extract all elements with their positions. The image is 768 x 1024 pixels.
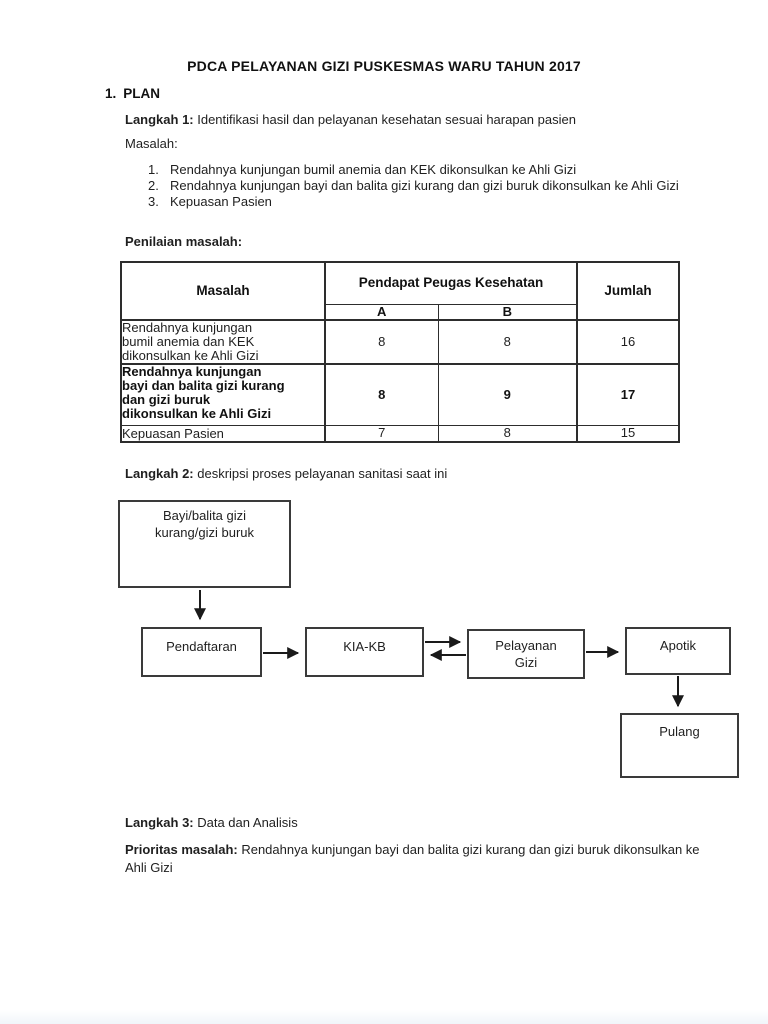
problem-list: 1. Rendahnya kunjungan bumil anemia dan … [148,162,723,210]
problem-text: Kepuasan Pasien [170,194,272,209]
masalah-label: Masalah: [125,136,178,151]
langkah-2-line: Langkah 2: deskripsi proses pelayanan sa… [125,466,725,482]
page-bottom-edge [0,1010,768,1024]
cell-jumlah: 15 [576,424,680,443]
langkah-3-text: Data dan Analisis [193,815,298,830]
problem-item: 3. Kepuasan Pasien [148,194,723,210]
flow-box-pelayanan-gizi: Pelayanan Gizi [467,629,585,679]
table-header-pendapat: Pendapat Peugas Kesehatan [323,261,578,305]
cell-score-a: 7 [324,424,439,443]
table-header-b: B [437,303,578,321]
problem-number: 3. [148,194,159,209]
prioritas-label: Prioritas masalah: [125,842,238,857]
langkah-1-label: Langkah 1: [125,112,194,127]
cell-masalah: Kepuasan Pasien [120,424,326,443]
langkah-2-text: deskripsi proses pelayanan sanitasi saat… [193,466,448,481]
langkah-2-label: Langkah 2: [125,466,194,481]
flow-box-pulang: Pulang [620,713,739,778]
plan-number: 1. [105,86,117,101]
problem-item: 1. Rendahnya kunjungan bumil anemia dan … [148,162,723,178]
cell-score-a: 8 [324,363,439,426]
table-header-a: A [324,303,439,321]
langkah-1-line: Langkah 1: Identifikasi hasil dan pelaya… [125,112,745,128]
flow-box-apotik: Apotik [625,627,731,675]
langkah-1-text: Identifikasi hasil dan pelayanan kesehat… [193,112,576,127]
cell-masalah: Rendahnya kunjungan bayi dan balita gizi… [120,363,326,426]
prioritas-masalah-line: Prioritas masalah: Rendahnya kunjungan b… [125,841,712,877]
cell-jumlah: 17 [576,363,680,426]
problem-text: Rendahnya kunjungan bayi dan balita gizi… [170,178,679,193]
problem-text: Rendahnya kunjungan bumil anemia dan KEK… [170,162,577,177]
assessment-table-wrap: Masalah Pendapat Peugas Kesehatan Jumlah… [120,261,681,443]
problem-item: 2. Rendahnya kunjungan bayi dan balita g… [148,178,723,194]
cell-jumlah: 16 [576,319,680,365]
table-row: Kepuasan Pasien 7 8 15 [120,424,680,443]
langkah-3-label: Langkah 3: [125,815,194,830]
table-row: Rendahnya kunjungan bayi dan balita gizi… [120,363,680,426]
cell-score-a: 8 [324,319,439,365]
prioritas-text: Rendahnya kunjungan bayi dan balita gizi… [125,842,700,875]
problem-number: 2. [148,178,159,193]
assessment-table: Masalah Pendapat Peugas Kesehatan Jumlah… [120,261,681,443]
table-row: Rendahnya kunjungan bumil anemia dan KEK… [120,319,680,365]
problem-number: 1. [148,162,159,177]
plan-label: PLAN [123,86,161,101]
langkah-3-line: Langkah 3: Data dan Analisis [125,815,725,831]
cell-score-b: 9 [437,363,578,426]
cell-score-b: 8 [437,424,578,443]
table-header-jumlah: Jumlah [576,261,680,321]
table-header-masalah: Masalah [120,261,326,321]
page-title: PDCA PELAYANAN GIZI PUSKESMAS WARU TAHUN… [187,58,581,74]
cell-score-b: 8 [437,319,578,365]
flow-box-bayi-balita: Bayi/balita gizi kurang/gizi buruk [118,500,291,588]
cell-masalah: Rendahnya kunjungan bumil anemia dan KEK… [120,319,326,365]
penilaian-label: Penilaian masalah: [125,234,243,249]
flow-box-kia-kb: KIA-KB [305,627,424,677]
flow-box-pendaftaran: Pendaftaran [141,627,262,677]
section-plan-heading: 1. PLAN [105,86,160,102]
